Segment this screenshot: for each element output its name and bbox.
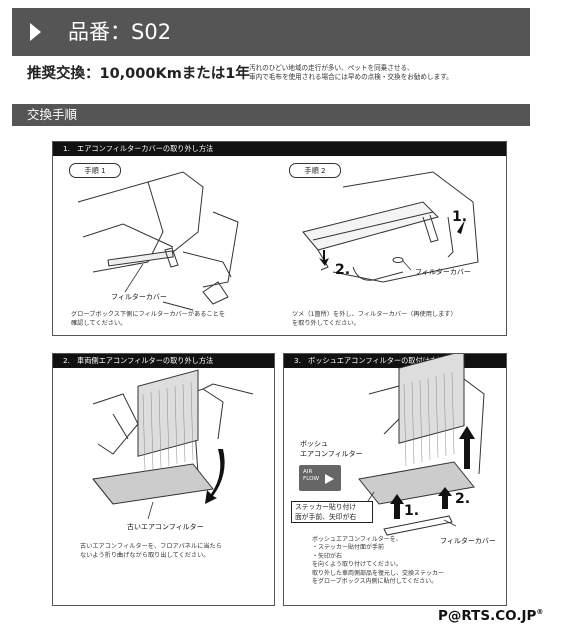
install-number-1: 1.	[404, 503, 420, 519]
step2-caption: ツメ（1箇所）を外し、フィルターカバー（再使用します） を取り外してください。	[292, 311, 457, 327]
step2-badge: 手順 2	[289, 163, 341, 178]
arrow-right-icon	[325, 474, 334, 484]
recommendation-note: 汚れのひどい地域の走行が多い、ペットを同乗させる、 車内で毛布を使用される場合に…	[249, 64, 453, 81]
play-arrow-icon	[30, 23, 41, 41]
recommended-interval: 推奨交換：10,000Kmまたは1年	[27, 66, 250, 82]
bosch-filter-label: ボッシュ エアコンフィルター	[300, 440, 363, 458]
old-filter-caption: 古いエアコンフィルターを、フロアパネルに当たら ないよう折り曲げながら取り出して…	[80, 543, 222, 559]
step1-badge: 手順 1	[69, 163, 121, 178]
sticker-orientation-note: ステッカー貼り付け 面が手前、矢印が右	[291, 501, 373, 523]
panel-cover-removal: 1. エアコンフィルターカバーの取り外し方法 手順 1 手順 2	[52, 141, 507, 336]
part-number-title: 品番：S02	[68, 20, 172, 44]
step2-cover-label: フィルターカバー	[415, 268, 471, 276]
old-filter-illustration	[92, 369, 254, 520]
title-bar: 品番：S02	[12, 8, 530, 56]
old-filter-label: 古いエアコンフィルター	[127, 523, 204, 531]
cover-removal-illustration	[77, 171, 479, 311]
install-cover-label: フィルターカバー	[440, 537, 496, 545]
step2-number-1: 1.	[452, 209, 468, 225]
install-caption: ボッシュエアコンフィルターを、 ・ステッカー貼付面が手前 ・矢印が右 を向くよう…	[312, 536, 445, 586]
step1-caption: グローブボックス下側にフィルターカバーがあることを 確認してください。	[71, 311, 226, 327]
panel-cover-removal-title: 1. エアコンフィルターカバーの取り外し方法	[53, 142, 506, 156]
section-heading: 交換手順	[12, 104, 530, 126]
panel-old-filter-removal: 2. 車両側エアコンフィルターの取り外し方法 古いエアコンフィルター 古いエアコ…	[52, 353, 275, 606]
airflow-badge: AIR FLOW	[299, 465, 341, 491]
parts-logo: P@RTS.CO.JP®	[438, 608, 544, 624]
step1-cover-label: フィルターカバー	[111, 293, 167, 301]
bosch-filter-illustration	[358, 354, 485, 536]
section-title: 交換手順	[27, 107, 78, 122]
panel-old-filter-title: 2. 車両側エアコンフィルターの取り外し方法	[53, 354, 274, 368]
install-number-2: 2.	[455, 491, 471, 507]
step2-number-2: 2.	[335, 262, 351, 278]
panel-bosch-filter-install: 3. ボッシュエアコンフィルターの取付け方法 ボッシュ エアコンフィルター	[283, 353, 507, 606]
